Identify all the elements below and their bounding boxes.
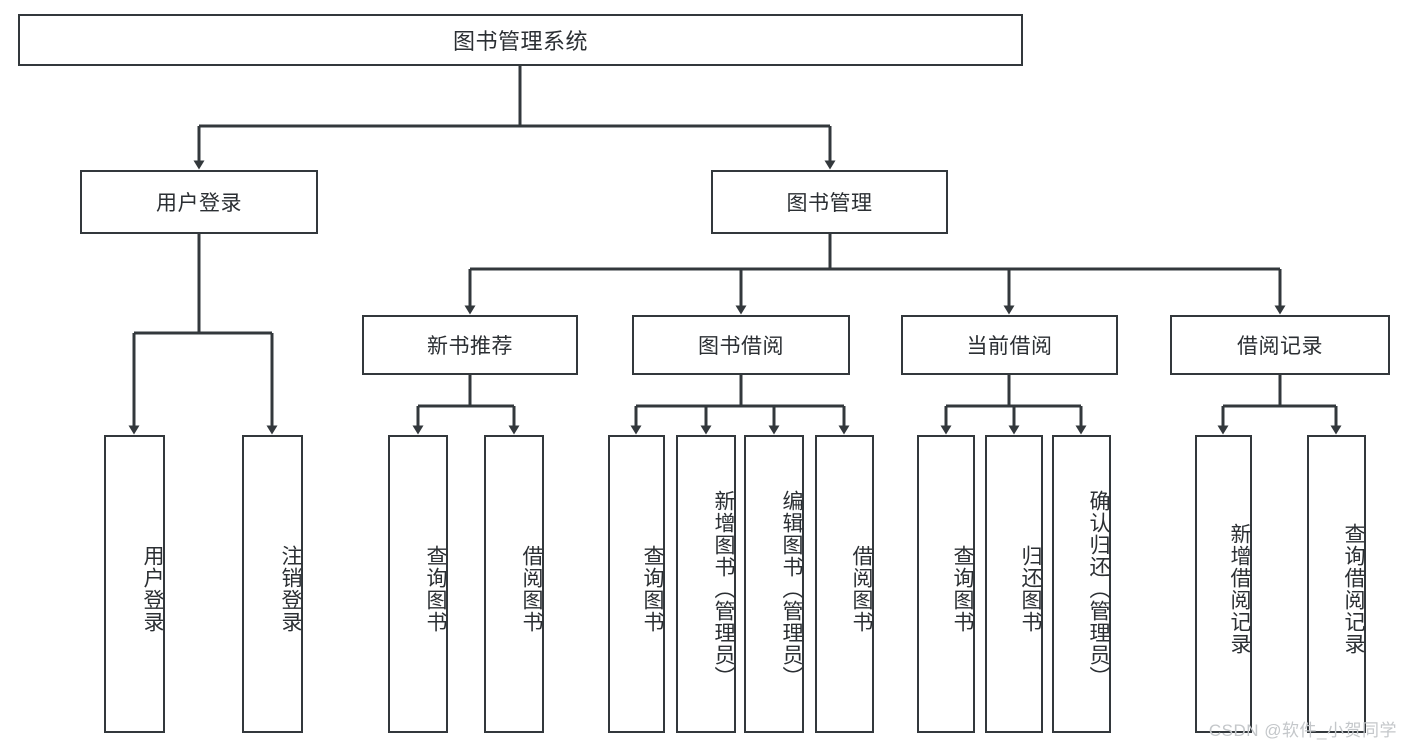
node-leaf-borrow-book-label: 借阅图书 — [850, 545, 873, 633]
node-user-login[interactable]: 用户登录 — [80, 170, 318, 234]
node-leaf-borrow-book[interactable]: 借阅图书 — [815, 435, 874, 733]
node-book-borrow-label: 图书借阅 — [698, 335, 784, 358]
node-book-manage-label: 图书管理 — [786, 192, 873, 215]
node-user-login-label: 用户登录 — [156, 192, 242, 215]
node-leaf-query-book-rec[interactable]: 查询图书 — [388, 435, 448, 733]
node-leaf-user-login[interactable]: 用户登录 — [104, 435, 165, 733]
node-borrow-record[interactable]: 借阅记录 — [1170, 315, 1390, 375]
node-leaf-edit-book-admin-label: 编辑图书（管理员） — [780, 490, 803, 688]
node-leaf-user-login-label: 用户登录 — [141, 545, 164, 633]
node-leaf-query-book-borrow[interactable]: 查询图书 — [608, 435, 665, 733]
node-root[interactable]: 图书管理系统 — [18, 14, 1023, 66]
node-book-borrow[interactable]: 图书借阅 — [632, 315, 850, 375]
node-leaf-borrow-book-rec[interactable]: 借阅图书 — [484, 435, 544, 733]
node-new-book-recommend-label: 新书推荐 — [427, 335, 513, 358]
node-current-borrow[interactable]: 当前借阅 — [901, 315, 1118, 375]
node-leaf-query-borrow-record[interactable]: 查询借阅记录 — [1307, 435, 1366, 733]
node-leaf-add-borrow-record-label: 新增借阅记录 — [1228, 523, 1251, 655]
watermark: CSDN @软件_小贺同学 — [1208, 721, 1397, 740]
node-leaf-logout[interactable]: 注销登录 — [242, 435, 303, 733]
node-leaf-borrow-book-rec-label: 借阅图书 — [520, 545, 543, 633]
node-new-book-recommend[interactable]: 新书推荐 — [362, 315, 578, 375]
node-leaf-logout-label: 注销登录 — [279, 545, 302, 633]
node-leaf-add-book-admin-label: 新增图书（管理员） — [712, 490, 735, 688]
node-leaf-query-book-rec-label: 查询图书 — [424, 545, 447, 633]
node-leaf-query-book-borrow-label: 查询图书 — [641, 545, 664, 633]
node-leaf-add-borrow-record[interactable]: 新增借阅记录 — [1195, 435, 1252, 733]
node-leaf-edit-book-admin[interactable]: 编辑图书（管理员） — [744, 435, 804, 733]
node-leaf-query-book-current-label: 查询图书 — [951, 545, 974, 633]
node-leaf-query-borrow-record-label: 查询借阅记录 — [1342, 523, 1365, 655]
node-root-label: 图书管理系统 — [452, 29, 588, 54]
node-current-borrow-label: 当前借阅 — [966, 335, 1053, 358]
node-borrow-record-label: 借阅记录 — [1237, 335, 1323, 358]
node-leaf-confirm-return-admin-label: 确认归还（管理员） — [1087, 490, 1110, 688]
node-leaf-confirm-return-admin[interactable]: 确认归还（管理员） — [1052, 435, 1111, 733]
node-leaf-return-book-label: 归还图书 — [1019, 545, 1042, 633]
node-leaf-add-book-admin[interactable]: 新增图书（管理员） — [676, 435, 736, 733]
node-leaf-return-book[interactable]: 归还图书 — [985, 435, 1043, 733]
node-book-manage[interactable]: 图书管理 — [711, 170, 948, 234]
node-leaf-query-book-current[interactable]: 查询图书 — [917, 435, 975, 733]
